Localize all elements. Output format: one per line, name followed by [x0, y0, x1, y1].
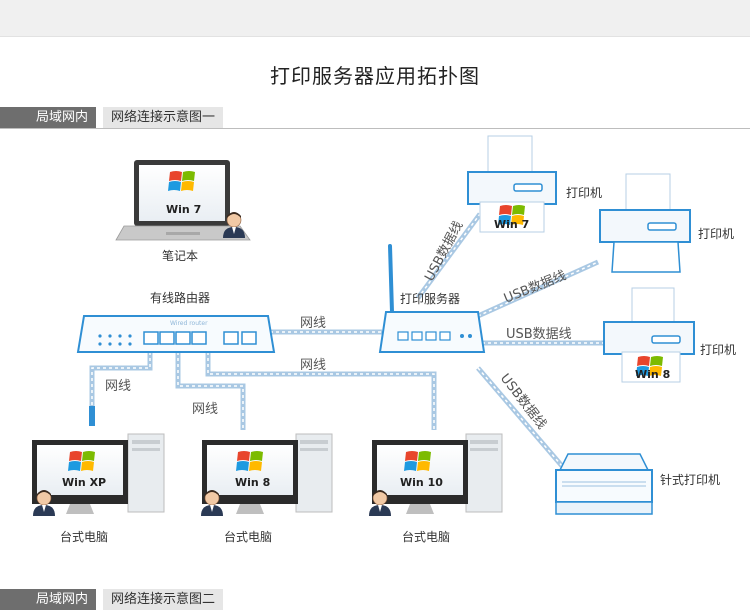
label-cable-router-server: 网线	[300, 316, 326, 331]
router-brand: Wired router	[170, 320, 208, 327]
label-usb-1: USB数据线	[422, 219, 466, 284]
label-cable-desktop3: 网线	[300, 358, 326, 373]
desktop-2-label: 台式电脑	[224, 529, 272, 544]
printer-4-label: 针式打印机	[660, 472, 720, 487]
section-subtitle: 网络连接示意图一	[103, 107, 224, 128]
desktop-1-label: 台式电脑	[60, 529, 108, 544]
printer-3: Win 8	[603, 287, 695, 383]
desktop-1: Win XP	[32, 433, 165, 517]
cable-usb-1	[415, 212, 483, 300]
printer-1-os: Win 7	[494, 218, 529, 231]
laptop-os: Win 7	[166, 203, 201, 216]
top-band	[0, 0, 750, 37]
section-header-1: 局域网内 网络连接示意图一	[0, 107, 750, 129]
desktop-2: Win 8	[200, 433, 333, 517]
section-tag-lan: 局域网内	[0, 107, 97, 128]
section-tag-lan-2: 局域网内	[0, 589, 97, 610]
label-usb-3: USB数据线	[506, 327, 572, 342]
router-label: 有线路由器	[150, 290, 210, 305]
page-title: 打印服务器应用拓扑图	[270, 64, 480, 88]
router: Wired router	[76, 315, 276, 353]
section-subtitle-2: 网络连接示意图二	[103, 589, 224, 610]
label-cable-desktop1: 网线	[105, 379, 131, 394]
desktop-3: Win 10	[368, 433, 503, 517]
laptop: Win 7	[115, 160, 251, 241]
printer-3-label: 打印机	[700, 343, 736, 357]
laptop-label: 笔记本	[162, 248, 198, 263]
printer-4-dot-matrix	[555, 453, 653, 515]
printer-2	[599, 173, 691, 273]
print-server-label: 打印服务器	[400, 291, 460, 306]
section-header-2: 局域网内 网络连接示意图二	[0, 589, 750, 610]
printer-1: Win 7	[467, 135, 557, 233]
desktop-1-os: Win XP	[62, 476, 106, 489]
printer-1-label: 打印机	[566, 186, 602, 200]
printer-3-os: Win 8	[635, 368, 670, 381]
desktop-3-label: 台式电脑	[402, 529, 450, 544]
cable-router-desktop3	[205, 352, 437, 430]
cable-usb-4	[476, 366, 564, 468]
desktop-3-os: Win 10	[400, 476, 443, 489]
print-server	[378, 244, 486, 353]
cable-router-desktop2	[175, 352, 246, 430]
desktop-2-os: Win 8	[235, 476, 270, 489]
cable-usb-2	[476, 259, 600, 319]
label-usb-2: USB数据线	[502, 268, 569, 307]
cable-router-desktop1	[89, 352, 153, 426]
printer-2-label: 打印机	[698, 227, 734, 241]
label-cable-desktop2: 网线	[192, 402, 218, 417]
